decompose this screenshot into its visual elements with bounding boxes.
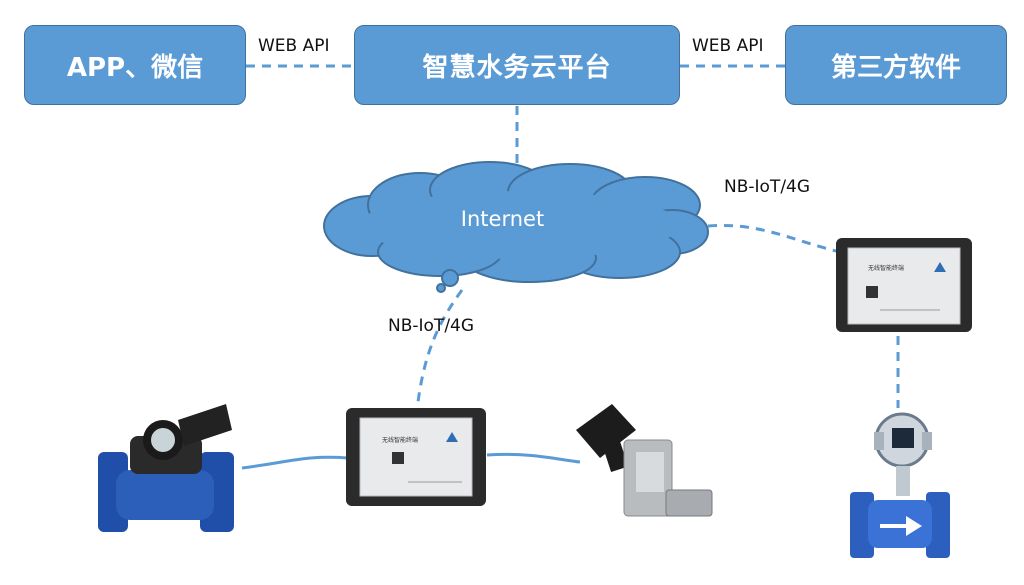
- cable-gateway-sensor: [486, 452, 581, 464]
- water-meter: [98, 404, 234, 532]
- app-wechat-box: APP、微信: [24, 25, 246, 105]
- pressure-sensor: [576, 404, 713, 517]
- cable-watermeter-gateway: [241, 455, 349, 470]
- nb-iot-label-right: NB-IoT/4G: [724, 177, 811, 197]
- gateway-center-label: 无线智能终端: [382, 436, 418, 444]
- gateway-device-right: [836, 238, 972, 332]
- third-party-software-box: 第三方软件: [785, 25, 1007, 105]
- internet-cloud: [323, 161, 709, 293]
- gateway-right-label: 无线智能终端: [868, 264, 904, 272]
- link-cloud-gateway-bottom: [416, 289, 464, 403]
- gateway-device-center: [346, 408, 486, 506]
- web-api-label-left: WEB API: [258, 36, 330, 56]
- internet-label: Internet: [460, 207, 545, 231]
- link-cloud-gateway-right: [707, 223, 841, 254]
- electromagnetic-flowmeter: [850, 412, 950, 558]
- cloud-platform-box: 智慧水务云平台: [354, 25, 680, 105]
- web-api-label-right: WEB API: [692, 36, 764, 56]
- nb-iot-label-bottom: NB-IoT/4G: [388, 316, 475, 336]
